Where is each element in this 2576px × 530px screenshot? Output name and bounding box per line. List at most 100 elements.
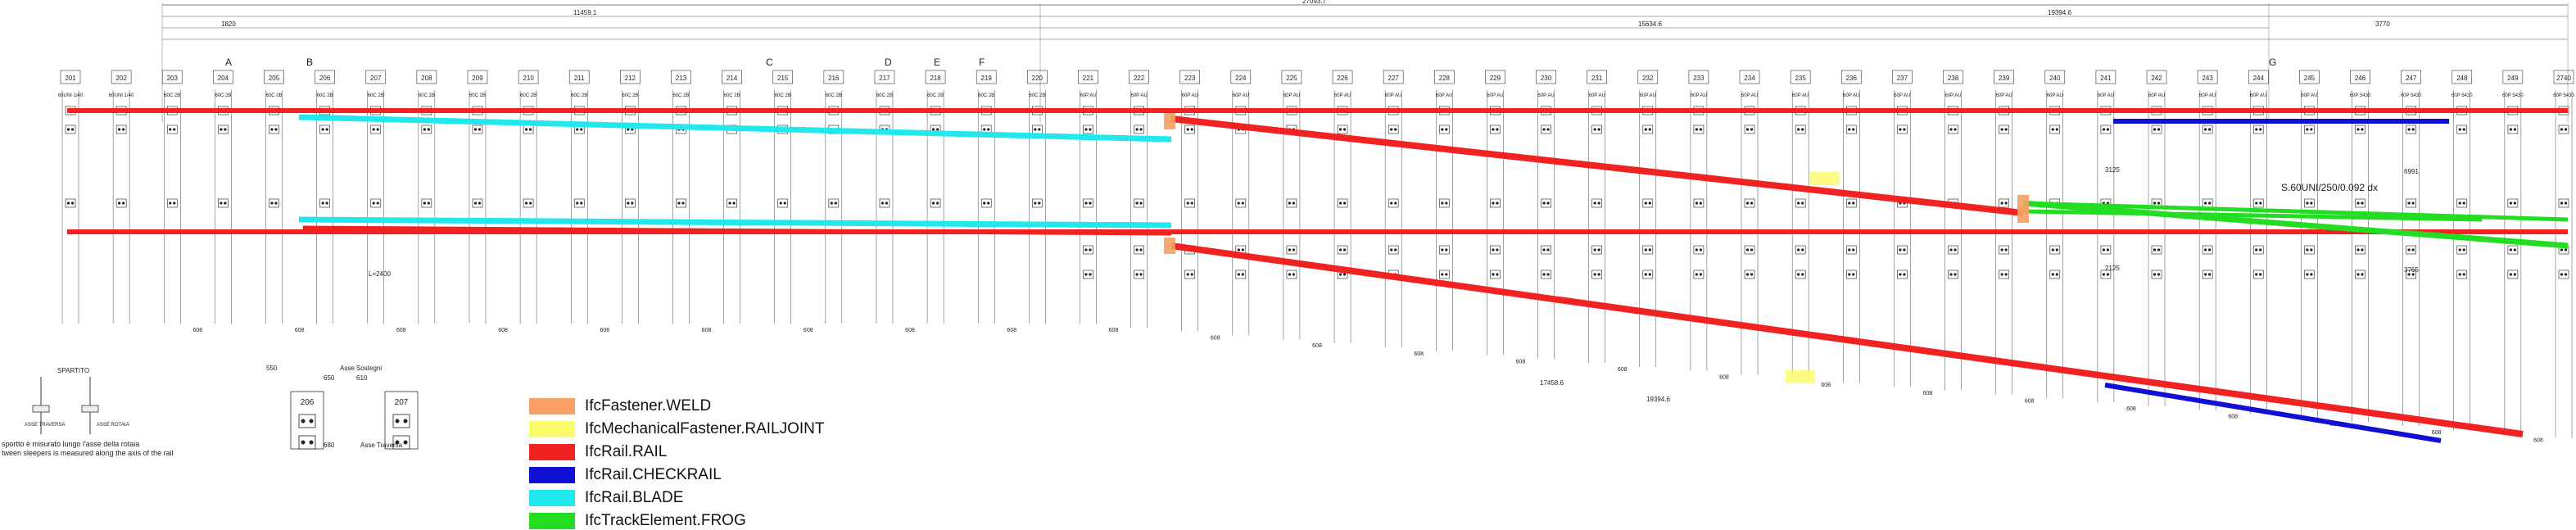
fastening-plate [2203,199,2212,207]
bolt [2255,128,2257,130]
bolt [1394,202,1397,204]
bolt [1242,202,1244,204]
fastening-plate [2203,125,2212,134]
bolt [404,441,408,445]
fastening-label: 60C 2B [622,93,638,98]
bolt [1949,273,1952,275]
fastening-plate [2356,270,2365,279]
bolt [1441,202,1443,204]
legend-swatch [529,490,575,506]
fastening-plate [1134,246,1144,254]
fastening-plate [2253,246,2263,254]
bolt [2412,248,2415,251]
fastening-plate [1949,125,1958,134]
bolt [1390,248,1392,251]
fastening-plate [1388,199,1398,207]
sleeper-number: 225 [1286,75,1297,82]
fastening-plate [574,199,584,207]
bolt [1594,273,1596,275]
section-label-g: G [2269,57,2276,68]
bolt [1339,128,1342,130]
bolt [2565,273,2567,275]
bolt [1903,273,1905,275]
fastening-plate [1949,246,1958,254]
bolt [1546,202,1549,204]
fastening-plate [1542,246,1551,254]
sleeper-number: 221 [1083,75,1094,82]
sleeper-number: 215 [777,75,789,82]
bolt [987,128,989,130]
bolt [1954,128,1956,130]
bolt [1645,128,1647,130]
fastening-label: 60P 5430 [2502,93,2524,98]
bolt [423,128,426,130]
bolt [2459,128,2461,130]
spacing-label: 608 [2228,414,2238,420]
sleeper-number: 227 [1388,75,1400,82]
bolt [1546,248,1549,251]
bolt [1084,248,1087,251]
spacing-label: 608 [295,328,305,333]
bolt [377,202,379,204]
bolt [173,128,175,130]
bolt [2310,248,2312,251]
detail-dim-610: 610 [356,374,368,382]
bolt [2157,128,2160,130]
bolt [1238,273,1240,275]
bolt [2255,273,2257,275]
sleeper-number: 229 [1490,75,1501,82]
fastening-plate [2203,270,2212,279]
spacing-label: 608 [498,328,508,333]
fastening-plate [2406,199,2416,207]
bolt [2259,128,2261,130]
bolt [631,202,633,204]
spacing-label: 608 [2025,398,2035,404]
bolt [1293,273,1295,275]
bolt [2408,248,2411,251]
bolt [2356,128,2359,130]
fastening-label: 60P AU [1944,93,1961,98]
sleeper-number: 219 [981,75,993,82]
bolt [1801,128,1804,130]
bolt [270,202,273,204]
fastening-plate [1032,199,1042,207]
fastening-plate [1388,125,1398,134]
fastening-plate [66,125,75,134]
bolt [2001,202,2003,204]
fastening-plate [1745,270,1754,279]
fastening-label: 60C 2B [876,93,893,98]
fastening-plate [1338,125,1347,134]
sleeper-number: 247 [2406,75,2417,82]
bolt [1191,202,1193,204]
fastening-plate [371,125,381,134]
fastening-plate [1999,246,2009,254]
fastening-plate [880,199,890,207]
bolt [322,202,324,204]
bolt [474,128,477,130]
fastening-label: 60P AU [1691,93,1707,98]
detail-sleeper-number: 206 [301,398,315,407]
fastening-plate [320,125,330,134]
bolt [2463,128,2465,130]
fastening-plate [1083,270,1093,279]
bolt [1492,128,1494,130]
dim-part-a: 11459.1 [573,9,597,16]
bolt [631,128,633,130]
sleeper-number: 212 [625,75,636,82]
bolt [780,202,782,204]
spacing-label: 608 [396,328,406,333]
bolt [1038,128,1040,130]
fastening-label: 60P AU [1334,93,1351,98]
bolt [983,128,985,130]
fastening-label: 60P 5430 [2401,93,2422,98]
bolt [1089,128,1091,130]
fastening-plate [2304,270,2314,279]
bolt [1899,273,1901,275]
bolt [2204,248,2207,251]
fastening-plate [676,199,686,207]
bolt [576,128,578,130]
bolt [1187,128,1189,130]
bolt [2514,202,2516,204]
bolt [525,128,527,130]
